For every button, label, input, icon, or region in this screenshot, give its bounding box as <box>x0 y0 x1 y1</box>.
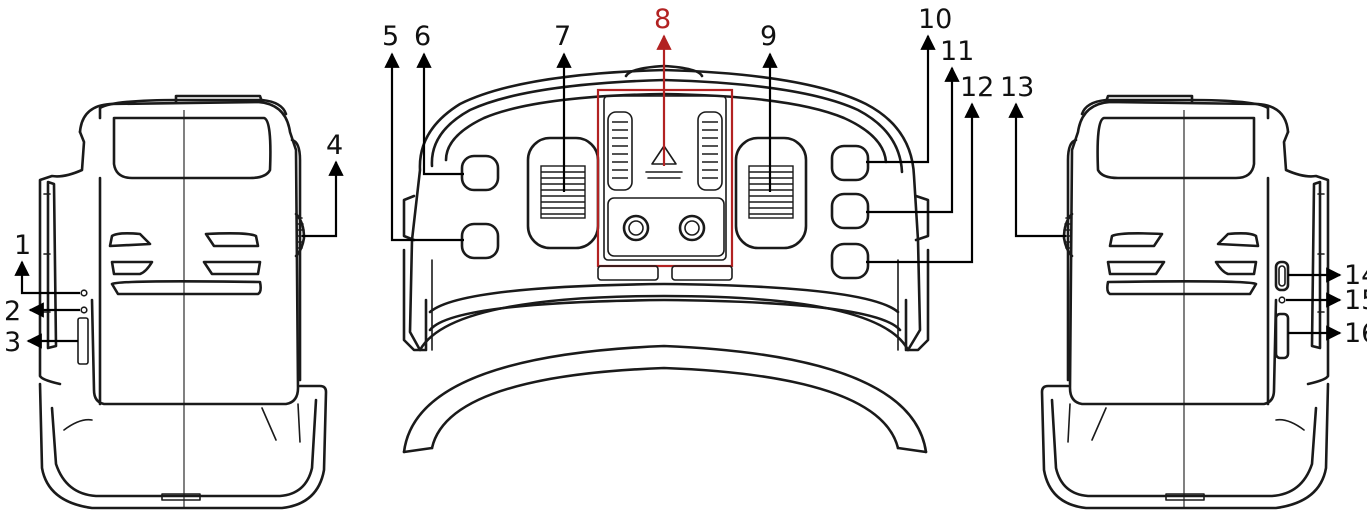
right-side-view <box>1040 94 1330 510</box>
callout-6: 6 <box>414 21 431 52</box>
callout-5: 5 <box>382 21 399 52</box>
callout-8: 8 <box>654 4 671 35</box>
left-side-view <box>38 94 328 510</box>
callout-labels: 1 2 3 4 5 6 7 8 9 10 11 12 13 14 15 16 <box>4 4 1367 358</box>
callout-3: 3 <box>4 327 21 358</box>
callout-12: 12 <box>960 72 994 103</box>
callout-16: 16 <box>1344 318 1367 349</box>
callout-7: 7 <box>554 21 571 52</box>
front-view <box>402 64 930 454</box>
callout-9: 9 <box>760 21 777 52</box>
leader-lines <box>14 34 1342 349</box>
callout-1: 1 <box>14 230 31 261</box>
callout-10: 10 <box>918 4 952 35</box>
callout-14: 14 <box>1344 260 1367 291</box>
callout-4: 4 <box>326 130 343 161</box>
callout-11: 11 <box>940 36 974 67</box>
callout-2: 2 <box>4 296 21 327</box>
callout-15: 15 <box>1344 285 1367 316</box>
callout-13: 13 <box>1000 72 1034 103</box>
